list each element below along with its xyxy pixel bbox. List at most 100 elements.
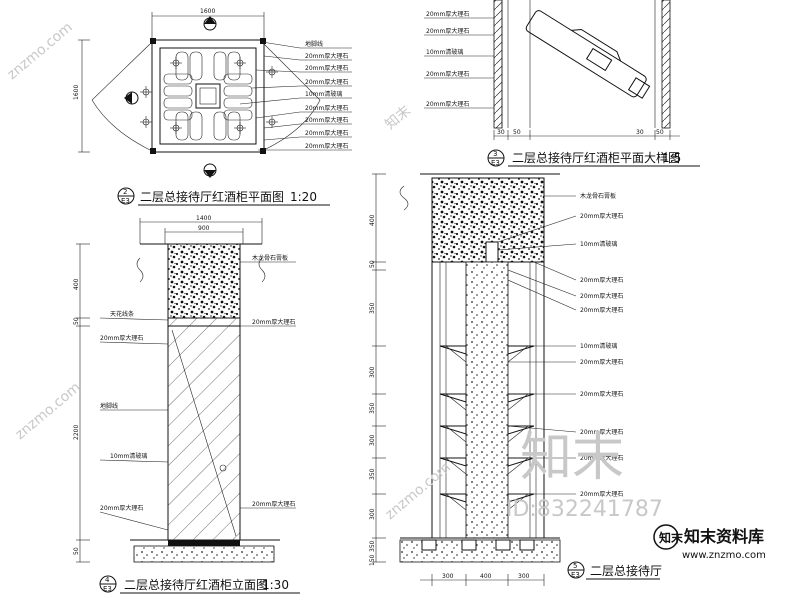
detail-title-symbol: 3 E3	[487, 149, 505, 167]
plan-top-dim-text: 1600	[200, 8, 215, 15]
section-leaders	[497, 195, 577, 495]
elevation-label-1: 木龙骨石膏板	[252, 254, 288, 262]
detail-leaders	[424, 17, 494, 109]
section-symbol-num: 5	[573, 562, 577, 570]
detail-symbol-sheet: E3	[491, 159, 500, 167]
section-symbol-sheet: E3	[571, 571, 580, 579]
detail-label-2: 20mm厚大理石	[426, 27, 469, 35]
section-bottom-dim-3: 300	[518, 573, 530, 580]
section-left-dim-2: 50	[369, 260, 376, 268]
plan-elevation-marker-bottom	[203, 163, 217, 178]
elevation-view: 1400 900 400 50 2200 50	[73, 215, 300, 594]
section-left-dim-4: 300	[369, 366, 376, 378]
plan-elevation-marker-top	[203, 16, 217, 31]
section-break-left	[399, 185, 409, 211]
detail-bottom-dims	[493, 130, 680, 140]
detail-dim-4: 50	[656, 129, 664, 136]
brand-logo-text: 知末	[658, 530, 684, 545]
elevation-break-right	[258, 257, 266, 283]
elevation-top-dims	[139, 218, 263, 244]
detail-wall-right	[661, 0, 671, 129]
plan-scale: 1:20	[290, 190, 317, 204]
detail-label-5: 20mm厚大理石	[426, 100, 469, 108]
plan-elevation-marker-left	[124, 91, 139, 105]
section-bottom-dim-1: 300	[442, 573, 454, 580]
watermark-brand-1: 知末	[382, 102, 414, 133]
section-title: 二层总接待厅	[590, 563, 662, 578]
plan-central-column-inner	[199, 87, 217, 105]
section-view: 400 50 350 300 350 300 350 300 350 150 3…	[369, 173, 662, 586]
plan-label-3: 20mm厚大理石	[305, 64, 348, 72]
section-label-3: 10mm清玻璃	[580, 240, 617, 248]
watermark-brand-large: 知末	[520, 428, 624, 488]
section-left-dim-5: 350	[369, 402, 376, 414]
elevation-label-8: 20mm厚大理石	[252, 500, 295, 508]
section-label-1: 木龙骨石膏板	[580, 192, 616, 200]
detail-symbol-num: 3	[493, 150, 497, 158]
elevation-symbol-sheet: E3	[103, 585, 112, 593]
detail-dim-3: 30	[636, 129, 644, 136]
watermark-id: ID:832241787	[506, 497, 663, 522]
plan-door-swing-left	[91, 43, 151, 151]
section-central-column	[465, 261, 509, 539]
elevation-plinth	[168, 540, 240, 546]
section-label-8: 20mm厚大理石	[580, 358, 623, 366]
section-label-11: 20mm厚大理石	[580, 454, 623, 462]
elevation-title: 二层总接待厅红酒柜立面图	[124, 577, 268, 592]
elevation-door-knob	[219, 464, 227, 472]
section-left-dim-8: 300	[369, 508, 376, 520]
site-url: www.znzmo.com	[682, 550, 766, 561]
detail-dim-1: 30	[497, 129, 505, 136]
plan-bottle-rack-left	[163, 73, 193, 121]
plan-view: 1600 1600	[73, 8, 352, 206]
section-bottom-dim-2: 400	[480, 573, 492, 580]
elevation-label-5: 地脚线	[100, 402, 118, 410]
watermark-diag-3: znzmo.com	[382, 459, 453, 523]
detail-wall-left	[493, 0, 503, 129]
section-left-dim-1: 400	[369, 214, 376, 226]
plan-bottle-rack-top	[175, 51, 241, 81]
elevation-leaders	[99, 261, 296, 531]
plan-corner-post-tr	[260, 38, 266, 44]
elevation-scale: 1:30	[262, 578, 289, 592]
plan-title-symbol: 2 E3	[117, 187, 135, 205]
elevation-label-7: 20mm厚大理石	[100, 504, 143, 512]
section-label-10: 20mm厚大理石	[580, 428, 623, 436]
plan-crosshair-marks	[140, 57, 278, 134]
elevation-top-dim-1: 1400	[196, 215, 211, 222]
elevation-break-left	[136, 257, 144, 283]
detail-wine-bottle	[525, 10, 651, 99]
elevation-ceiling-block	[167, 243, 241, 319]
detail-title: 二层总接待厅红酒柜平面大样图	[512, 150, 680, 165]
elevation-label-3: 20mm厚大理石	[252, 318, 295, 326]
detail-view: 20mm厚大理石 20mm厚大理石 10mm清玻璃 20mm厚大理石 20mm厚…	[424, 0, 700, 167]
elevation-left-dim-4: 50	[73, 547, 80, 555]
plan-corner-post-br	[260, 148, 266, 154]
elevation-title-symbol: 4 E3	[99, 575, 117, 593]
plan-cabinet-outline	[151, 39, 265, 153]
plan-left-dimension: 1600	[73, 39, 90, 153]
plan-symbol-num: 2	[123, 188, 127, 196]
detail-label-4: 20mm厚大理石	[426, 70, 469, 78]
brand-logo: 知末	[653, 524, 684, 550]
section-floor-feet	[421, 539, 535, 551]
section-label-9: 20mm厚大理石	[580, 390, 623, 398]
plan-door-swing-right	[263, 43, 321, 151]
section-left-dim-10: 150	[369, 554, 376, 566]
detail-label-3: 10mm清玻璃	[426, 48, 463, 56]
plan-label-2: 20mm厚大理石	[305, 52, 348, 60]
plan-label-8: 20mm厚大理石	[305, 129, 348, 137]
elevation-label-6: 10mm清玻璃	[110, 452, 147, 460]
section-left-dim-6: 300	[369, 434, 376, 446]
plan-symbol-sheet: E3	[121, 197, 130, 205]
detail-dim-2: 50	[513, 129, 521, 136]
section-left-dims	[372, 173, 386, 563]
section-bottom-dims	[420, 574, 545, 586]
plan-label-4: 20mm厚大理石	[305, 78, 348, 86]
plan-central-column	[195, 83, 221, 109]
section-left-dim-7: 350	[369, 468, 376, 480]
elevation-symbol-num: 4	[105, 576, 110, 584]
plan-label-5: 10mm清玻璃	[305, 90, 342, 98]
elevation-left-dims	[76, 243, 90, 563]
